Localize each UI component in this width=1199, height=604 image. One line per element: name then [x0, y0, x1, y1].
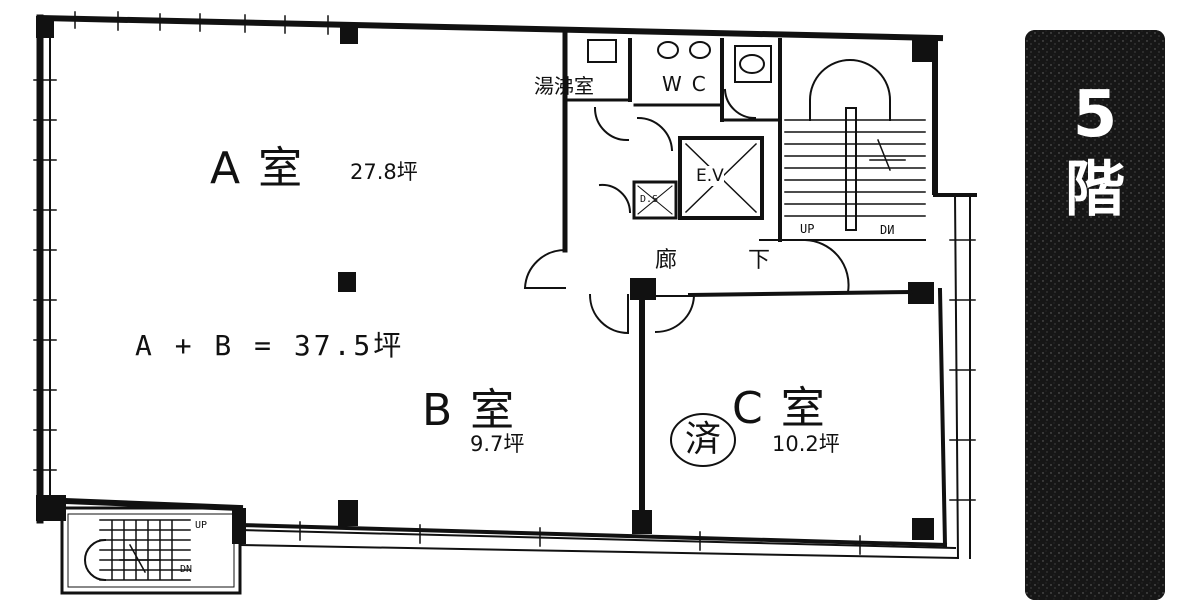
ds-box: [632, 180, 678, 220]
stair-down-label: DN: [880, 222, 895, 236]
room-b-area: 9.7坪: [470, 432, 525, 456]
wc-wall: [633, 103, 782, 122]
toilet-fixture-2: [689, 41, 711, 59]
corridor-label-1: 廊: [655, 248, 678, 273]
stair-up-label: UP: [800, 222, 815, 236]
completed-stamp: 済: [668, 410, 738, 470]
window-ticks-east: [949, 239, 976, 501]
door-swing-c: [654, 295, 696, 334]
stamp-text: 済: [684, 419, 721, 460]
door-swing-wc: [636, 116, 674, 152]
corridor-label-2: 下: [748, 248, 771, 273]
south-wall: [237, 522, 948, 548]
main-staircase: [784, 59, 926, 231]
balcony-south: [238, 528, 960, 560]
structural-columns: [36, 16, 936, 540]
room-c-name: C 室: [732, 383, 827, 434]
core-wall-mid: [628, 38, 782, 242]
stair2-up-label: UP: [195, 520, 208, 531]
stair-column: [232, 508, 246, 544]
room-a-name: A 室: [210, 143, 305, 194]
door-swing-wc2: [723, 88, 757, 120]
door-swing-kitchen: [593, 106, 630, 142]
window-ticks-north: [74, 11, 329, 35]
room-c-area: 10.2坪: [772, 432, 840, 456]
corridor-wall-south: [687, 289, 913, 298]
door-swing-ev-lobby: [598, 183, 632, 214]
secondary-staircase: [60, 506, 242, 595]
floor-badge: 5 階: [1025, 30, 1165, 600]
door-swing-b: [588, 293, 629, 335]
window-ticks-west: [33, 79, 57, 471]
stair2-down-label: DN: [180, 564, 193, 575]
room-a-area: 27.8坪: [350, 160, 418, 184]
elevator-shaft: [678, 136, 764, 220]
wc-stall: [734, 45, 772, 83]
ds-label: D.S: [640, 194, 659, 205]
door-swing-corridor-east: [803, 238, 850, 294]
combined-area: A + B = 37.5坪: [135, 329, 405, 362]
ds-cross: [637, 185, 673, 215]
room-b-name: B 室: [422, 385, 517, 436]
balcony-east: [953, 193, 971, 560]
floor-plan: [33, 11, 977, 595]
elevator-label: E.V: [696, 166, 724, 186]
east-wall: [933, 193, 977, 548]
outer-wall-north: [36, 14, 944, 42]
sink-fixture: [587, 39, 617, 63]
door-swing-corridor-west: [523, 248, 567, 289]
toilet-fixture-3: [739, 54, 765, 74]
window-ticks-south: [299, 521, 861, 555]
kitchenette-label: 湯沸室: [534, 74, 594, 98]
floor-number: 5: [1072, 78, 1118, 152]
floor-kanji: 階: [1065, 155, 1125, 225]
toilet-fixture-1: [657, 41, 679, 59]
badge-texture: [1025, 30, 1165, 600]
wc-label: WC: [662, 72, 716, 96]
